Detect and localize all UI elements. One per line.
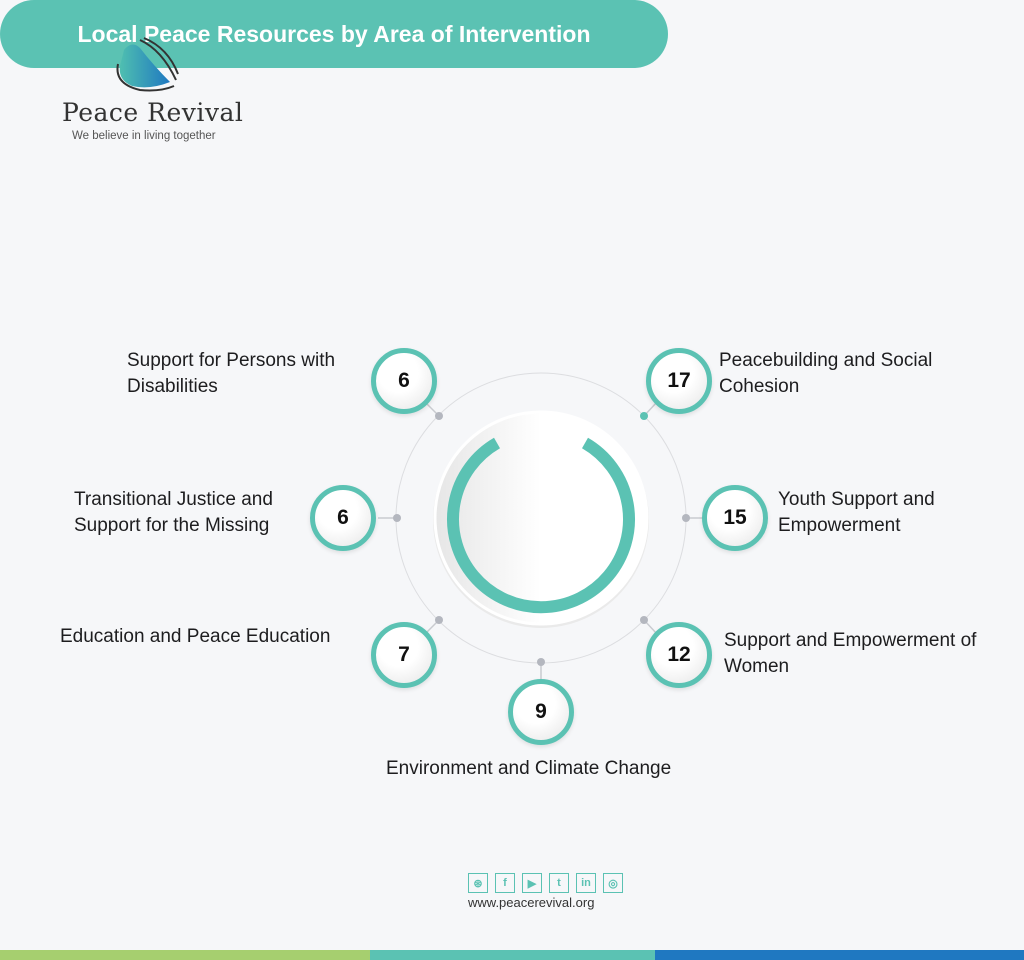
website-link[interactable]: www.peacerevival.org [468, 895, 595, 910]
youtube-icon[interactable]: ▶ [522, 873, 542, 893]
twitter-icon[interactable]: t [549, 873, 569, 893]
value-badge: 6 [371, 348, 437, 414]
connector-dots [393, 412, 690, 666]
brand-name: Peace Revival [62, 98, 244, 127]
item-label: Education and Peace Education [60, 626, 331, 647]
brand-tagline: We believe in living together [72, 130, 216, 142]
value-badge: 12 [646, 622, 712, 688]
instagram-icon[interactable]: ◎ [603, 873, 623, 893]
item-label: Peacebuilding and Social Cohesion [719, 350, 933, 397]
center-arc [447, 437, 635, 614]
footer-bar-blue [655, 950, 1024, 960]
value-badge: 7 [371, 622, 437, 688]
value-badge: 15 [702, 485, 768, 551]
item-label: Support for Persons with Disabilities [127, 350, 336, 397]
page-title: Local Peace Resources by Area of Interve… [0, 0, 668, 68]
value-badge: 6 [310, 485, 376, 551]
linkedin-icon[interactable]: in [576, 873, 596, 893]
facebook-icon[interactable]: f [495, 873, 515, 893]
footer-bar-teal [370, 950, 655, 960]
footer-bar-green [0, 950, 370, 960]
dribbble-icon[interactable]: ⊛ [468, 873, 488, 893]
item-label: Support and Empowerment of Women [724, 630, 977, 677]
item-label: Environment and Climate Change [386, 758, 672, 779]
dove-logo-icon [116, 37, 179, 92]
item-label: Transitional Justice and Support for the… [74, 489, 273, 536]
value-badge: 9 [508, 679, 574, 745]
item-label: Youth Support and Empowerment [778, 489, 935, 536]
center-disc [433, 410, 649, 626]
value-badge: 17 [646, 348, 712, 414]
